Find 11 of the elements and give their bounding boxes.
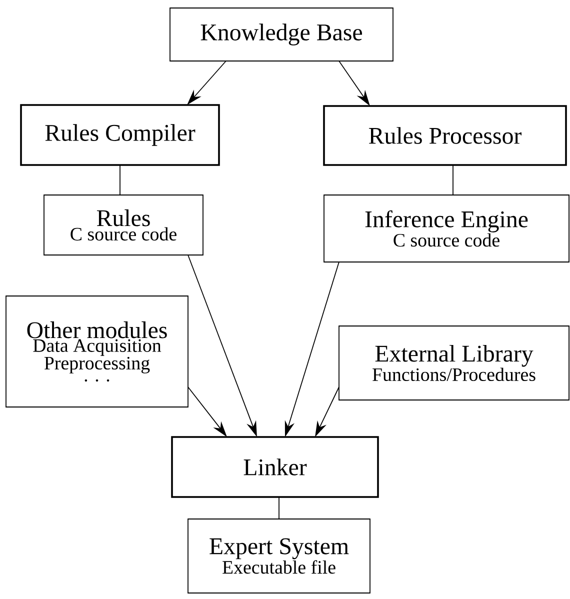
box: Other modules Data Acquisition Preprocessing . . . xyxy=(6,296,188,408)
box: Expert System Executable file xyxy=(188,518,370,594)
process-box: Rules Compiler xyxy=(20,104,220,166)
box: External Library Functions/Procedures xyxy=(338,326,570,400)
box: Knowledge Base xyxy=(170,8,394,62)
process-box: Linker xyxy=(171,436,379,498)
connector-line xyxy=(278,496,280,520)
process-box: Rules Processor xyxy=(323,105,567,166)
box: Inference Engine C source code xyxy=(324,194,570,262)
connector-line xyxy=(452,164,454,196)
box: Rules C source code xyxy=(44,194,204,256)
